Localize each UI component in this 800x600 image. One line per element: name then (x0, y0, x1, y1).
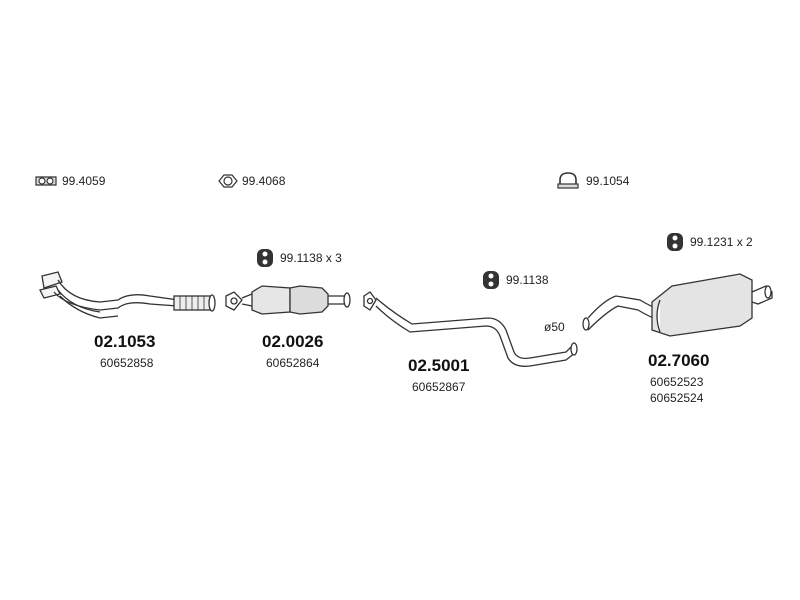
rear-silencer-drawing (582, 273, 773, 337)
accessory-code-99-1138-x3: 99.1138 x 3 (280, 251, 342, 265)
part-code-rear-silencer: 02.7060 (648, 351, 710, 370)
catalytic-converter-drawing (225, 285, 351, 315)
rubber-hanger-icon (667, 233, 683, 251)
part-code-front-pipe: 02.1053 (94, 332, 156, 351)
clamp-icon (557, 172, 579, 189)
oem-number-front-pipe: 60652858 (100, 356, 154, 370)
center-pipe-drawing (363, 291, 578, 367)
flange-gasket-icon (218, 174, 238, 188)
rubber-hanger-icon (257, 249, 273, 267)
diameter-label: ø50 (544, 320, 565, 334)
oem-number-rear-silencer-1: 60652523 (650, 375, 704, 389)
part-code-center-pipe: 02.5001 (408, 356, 470, 375)
accessory-code-99-4068: 99.4068 (242, 174, 286, 188)
oem-number-catalytic-converter: 60652864 (266, 356, 320, 370)
rubber-hanger-icon (483, 271, 499, 289)
accessory-code-99-4059: 99.4059 (62, 174, 106, 188)
oem-number-center-pipe: 60652867 (412, 380, 466, 394)
accessory-code-99-1231-x2: 99.1231 x 2 (690, 235, 753, 249)
accessory-code-99-1138: 99.1138 (506, 273, 549, 287)
front-pipe-drawing (39, 271, 216, 319)
double-ring-gasket-icon (35, 176, 57, 186)
accessory-code-99-1054: 99.1054 (586, 174, 630, 188)
oem-number-rear-silencer-2: 60652524 (650, 391, 704, 405)
part-code-catalytic-converter: 02.0026 (262, 332, 324, 351)
